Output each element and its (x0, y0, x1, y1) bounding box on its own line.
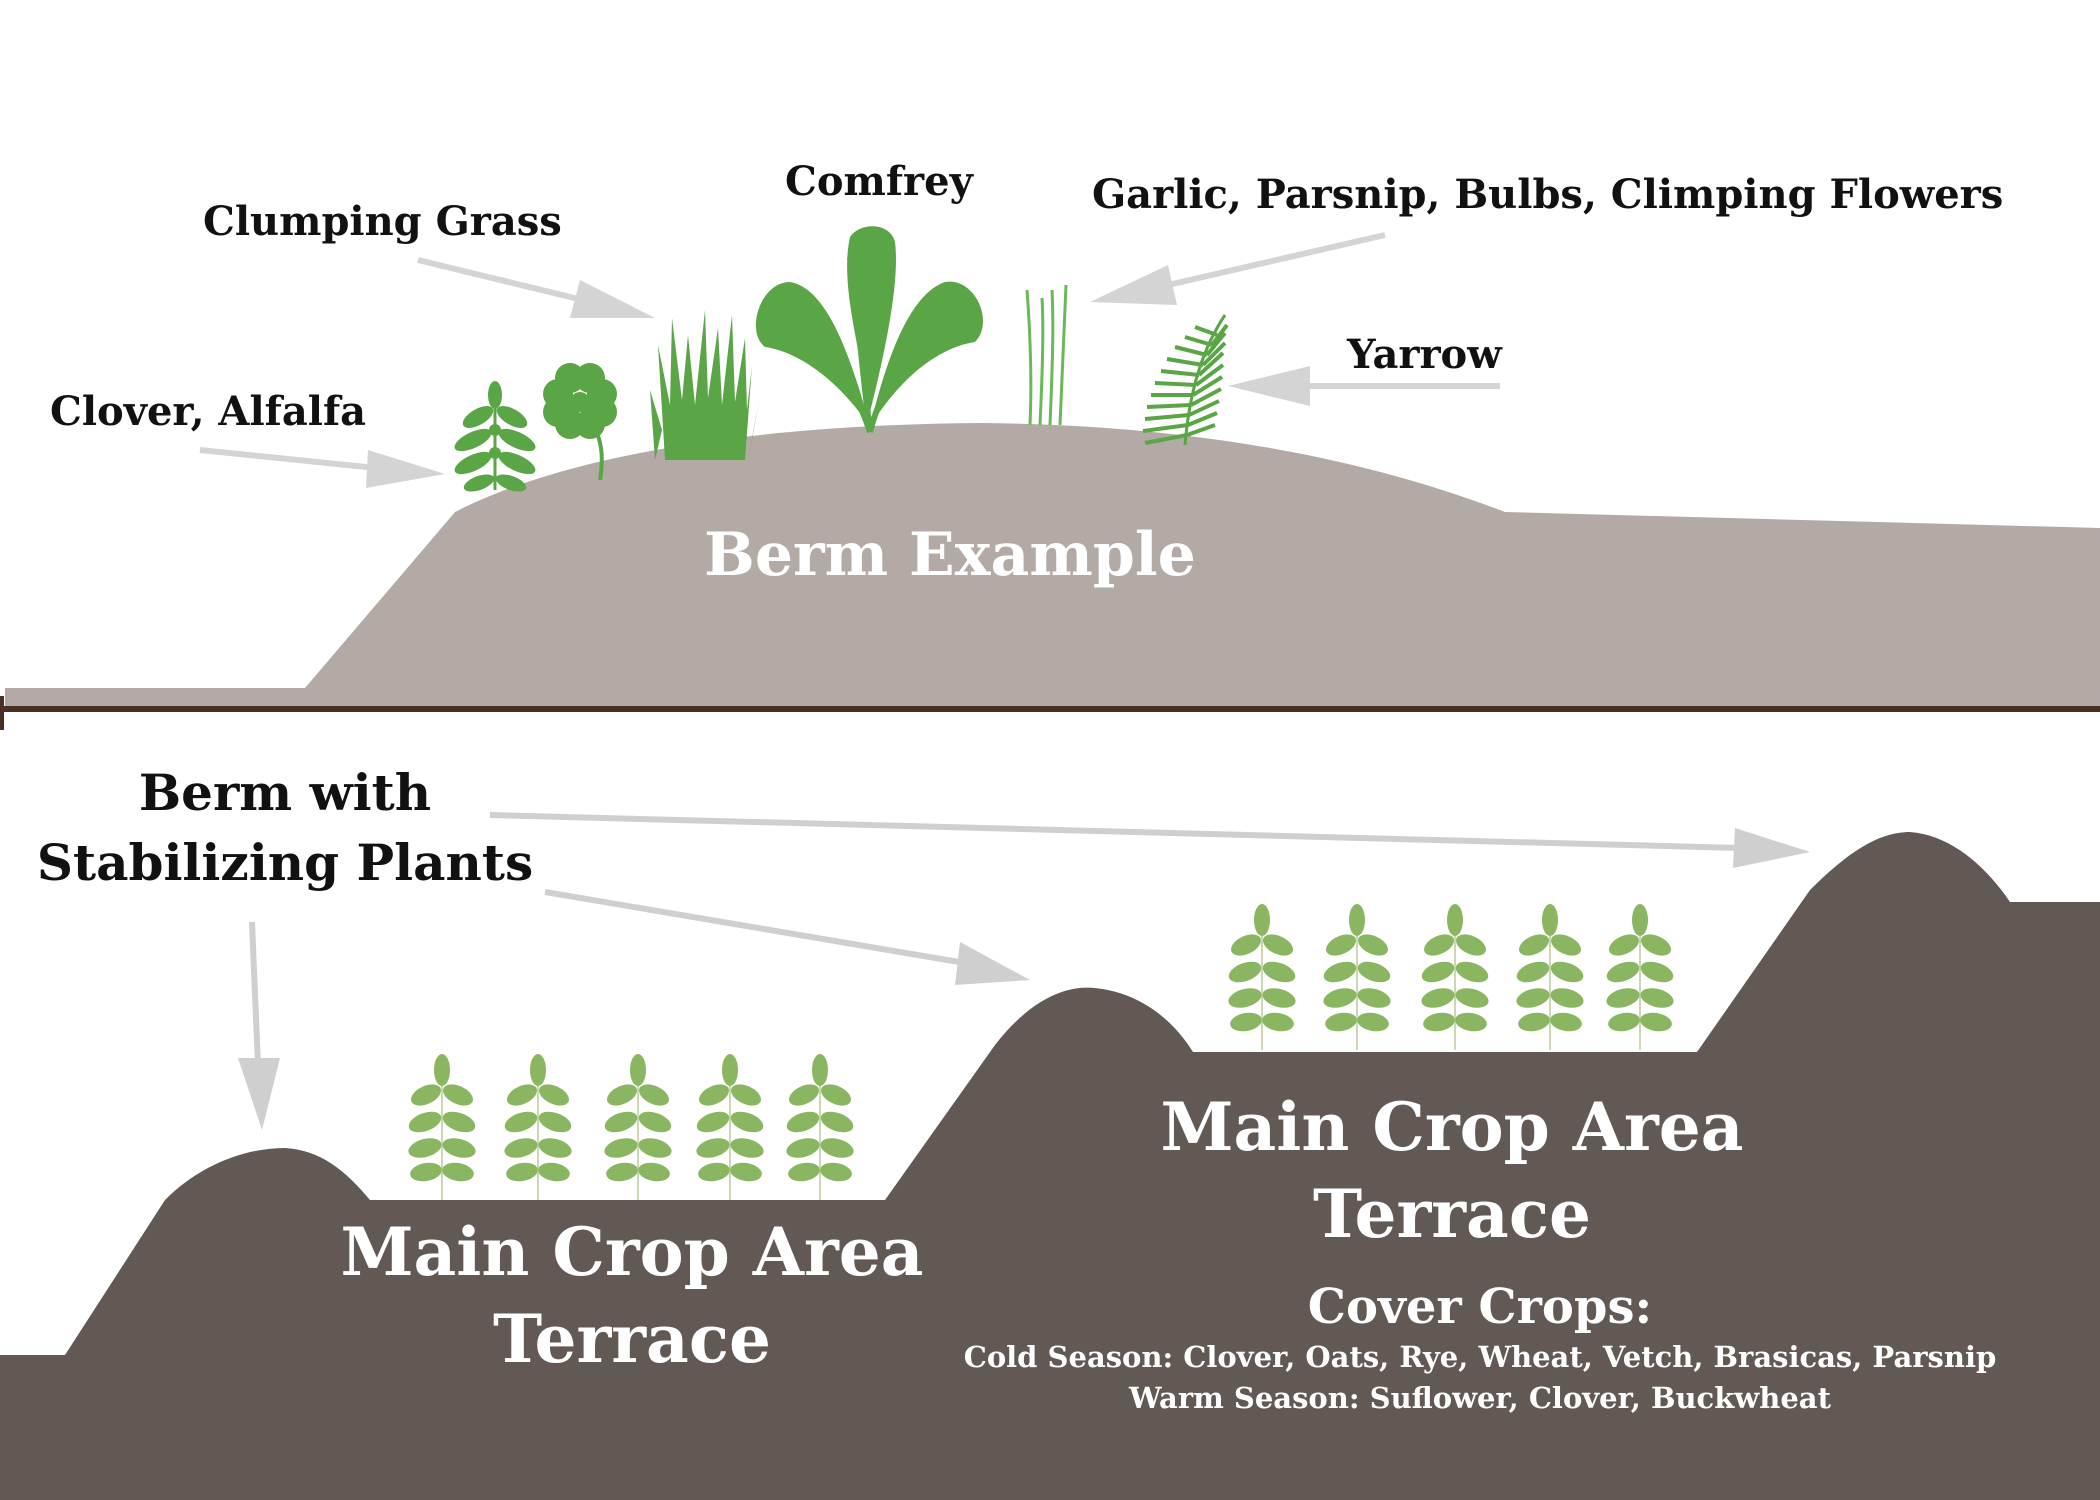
seedling-icon (406, 1054, 478, 1200)
yarrow-fern-icon (1143, 315, 1227, 445)
label-garlic-bulbs: Garlic, Parsnip, Bulbs, Climping Flowers (1092, 171, 2003, 218)
seedling-icon (1321, 904, 1393, 1050)
seedling-icon (784, 1054, 856, 1200)
ground-baseline (0, 706, 2100, 712)
arrow-to-right-berm-head (1733, 828, 1810, 868)
arrow-to-right-berm (490, 815, 1740, 848)
left-terrace-label-line1: Main Crop Area (340, 1213, 923, 1291)
arrow-clover-head (366, 450, 445, 488)
label-comfrey: Comfrey (785, 158, 975, 205)
garlic-stalks-icon (1027, 285, 1066, 425)
terrace-section: Berm with Stabilizing Plants Main Crop A… (0, 763, 2100, 1500)
comfrey-icon (756, 226, 983, 432)
right-terrace-label-line1: Main Crop Area (1160, 1088, 1743, 1166)
arrow-to-left-berm (252, 922, 258, 1065)
right-terrace-label-line2: Terrace (1313, 1175, 1591, 1253)
arrow-yarrow-head (1228, 366, 1310, 406)
berm-stabilizing-label-line2: Stabilizing Plants (37, 833, 533, 892)
cover-crops-title: Cover Crops: (1308, 1279, 1652, 1335)
berm-stabilizing-label-line1: Berm with (139, 763, 431, 822)
seedling-icon (602, 1054, 674, 1200)
label-yarrow: Yarrow (1346, 331, 1503, 378)
berm-example-section: Berm Example Clover, Alfalfa Clumping Gr… (0, 158, 2100, 730)
seedling-icon (694, 1054, 766, 1200)
label-clumping-grass: Clumping Grass (203, 198, 562, 245)
cold-season-crops: Cold Season: Clover, Oats, Rye, Wheat, V… (964, 1340, 1997, 1374)
seedling-icon (1604, 904, 1676, 1050)
arrow-grass (418, 260, 595, 303)
warm-season-crops: Warm Season: Suflower, Clover, Buckwheat (1128, 1381, 1832, 1415)
arrow-garlic-head (1090, 265, 1177, 305)
arrow-clover (200, 450, 395, 470)
seedling-icon (1419, 904, 1491, 1050)
clover-sprig-icon (451, 381, 538, 495)
seedling-icon (1226, 904, 1298, 1050)
left-terrace-label-line2: Terrace (493, 1300, 771, 1378)
arrow-garlic (1155, 235, 1385, 288)
arrow-to-left-berm-head (238, 1058, 280, 1130)
arrow-to-middle-berm (545, 892, 965, 963)
berm-example-title: Berm Example (704, 520, 1196, 590)
arrow-grass-head (570, 280, 655, 318)
left-crop-row (406, 1054, 856, 1200)
seedling-icon (502, 1054, 574, 1200)
ground-baseline-tick (0, 696, 4, 730)
seedling-icon (1514, 904, 1586, 1050)
label-clover-alfalfa: Clover, Alfalfa (50, 388, 366, 435)
grass-tuft-icon (650, 310, 760, 460)
arrow-to-middle-berm-head (955, 942, 1030, 985)
right-crop-row (1226, 904, 1676, 1050)
